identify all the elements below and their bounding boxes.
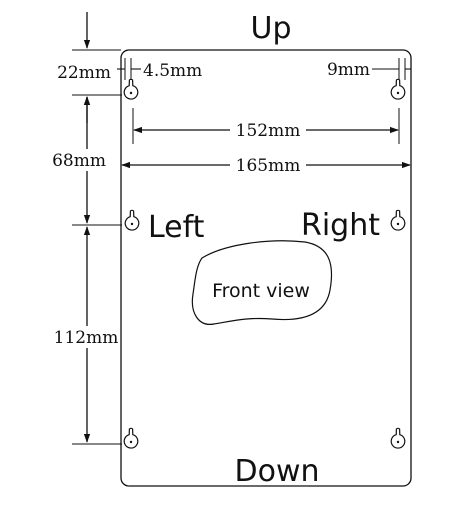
board-outline (120, 49, 412, 487)
keyhole-slot-bottom-right (390, 427, 406, 449)
label-right: Right (301, 208, 380, 243)
keyhole-slot-mid-left (124, 209, 140, 231)
front-view-label: Front view (212, 280, 310, 302)
keyhole-slot-top-right (390, 78, 406, 100)
dim-right-offset (372, 58, 411, 80)
label-up: Up (250, 11, 291, 46)
label-left: Left (148, 210, 205, 245)
dim-lower-spacing-label: 112mm (54, 328, 119, 348)
keyhole-slot-mid-right (390, 209, 406, 231)
dim-left-offset-label: 4.5mm (143, 61, 202, 81)
dim-outer-width-label: 165mm (236, 156, 301, 176)
dim-top-margin-label: 22mm (57, 63, 111, 83)
keyhole-slot-top-left (123, 78, 139, 100)
dim-upper-spacing-label: 68mm (52, 151, 106, 171)
label-down: Down (234, 454, 319, 489)
dim-inner-width-label: 152mm (236, 121, 301, 141)
keyhole-slot-bottom-left (123, 427, 139, 449)
dim-right-offset-label: 9mm (327, 60, 370, 80)
dim-inner-width (132, 108, 400, 144)
dim-left-offset (117, 58, 141, 80)
front-view-shape (191, 240, 333, 325)
